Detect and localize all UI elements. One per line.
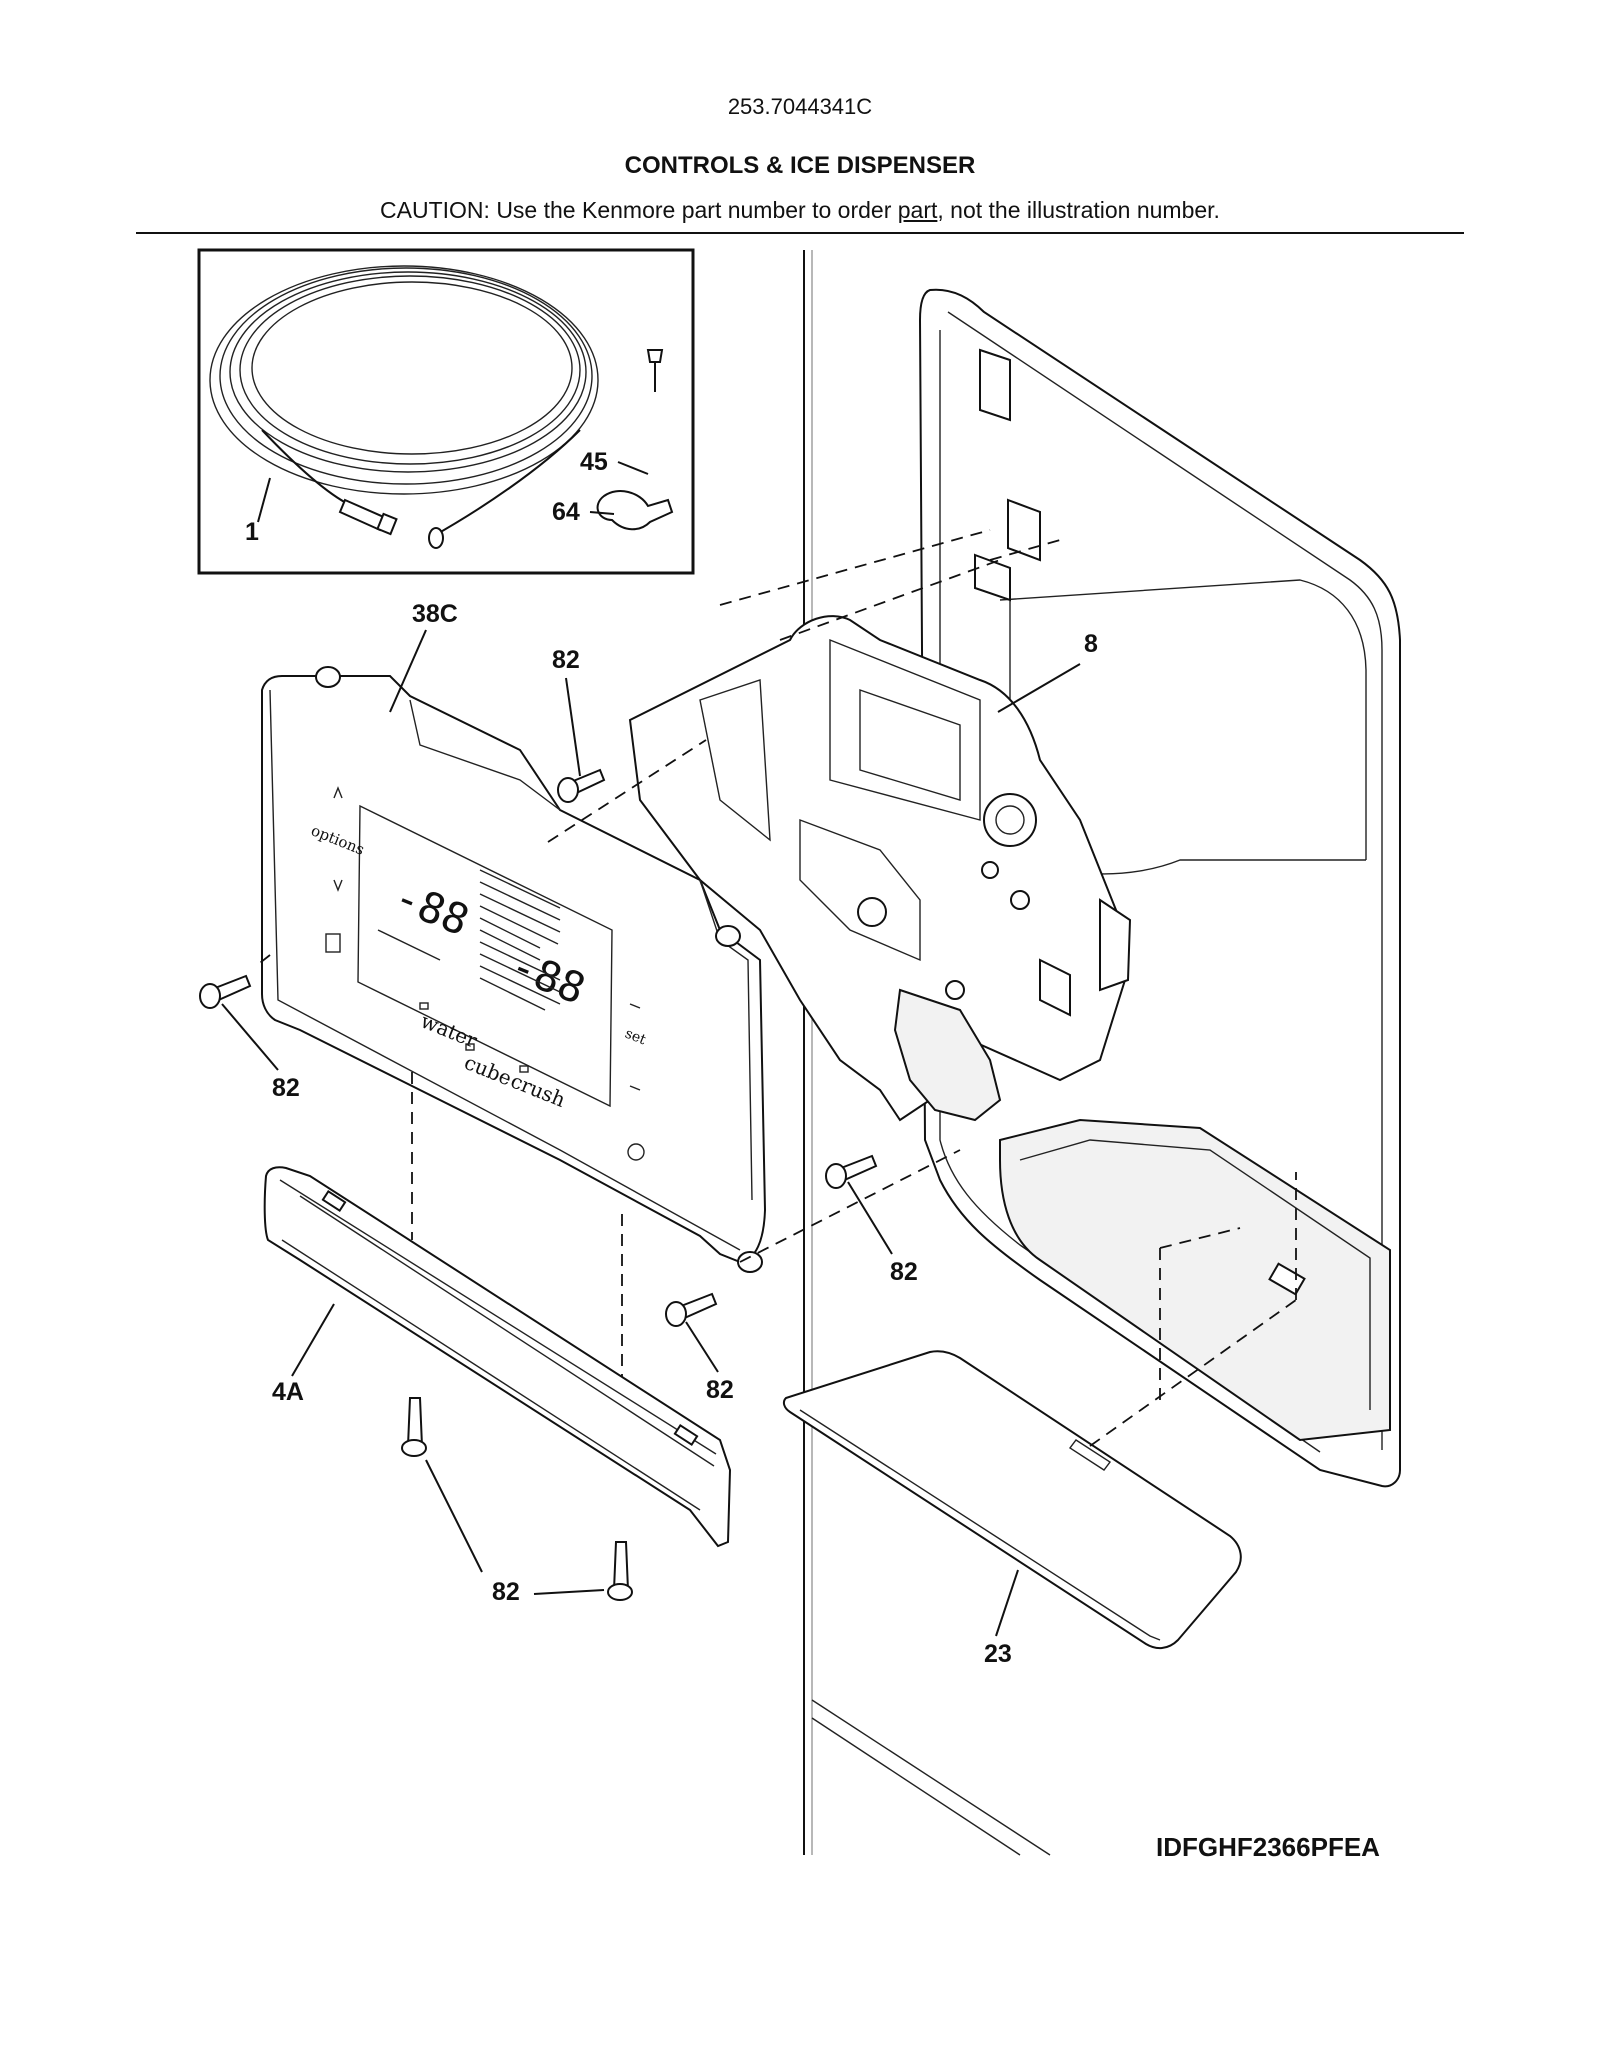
lower-door-outline: [811, 1699, 1051, 1856]
caution-suffix: , not the illustration number.: [937, 197, 1220, 223]
callout-clamp: 64: [552, 498, 580, 526]
clamp: [596, 490, 674, 531]
screw-left: [199, 974, 252, 1009]
screw-bottom-right: [607, 1541, 633, 1601]
screw-center: [665, 1292, 718, 1327]
callout-screw-bottom: 82: [492, 1578, 520, 1606]
tray-recess: [999, 1118, 1391, 1442]
screw-bottom-left: [401, 1397, 427, 1457]
door-shell: [918, 288, 1401, 1488]
callout-control-panel: 38C: [412, 600, 458, 628]
model-number: 253.7044341C: [727, 94, 873, 119]
lcd-window: [357, 804, 613, 1108]
callout-screw-top: 82: [552, 646, 580, 674]
caution-note: CAUTION: Use the Kenmore part number to …: [0, 197, 1600, 224]
drip-tray: [782, 1350, 1242, 1650]
clamp-with-screw: [596, 349, 674, 531]
tube-open-end: [428, 527, 444, 549]
callout-dispenser-housing: 8: [1084, 630, 1098, 658]
tube-end-right: [429, 429, 581, 539]
screw-right: [825, 1154, 878, 1189]
callout-trim: 4A: [272, 1378, 304, 1406]
callout-screw-inset: 45: [580, 448, 608, 476]
callout-tube: 1: [245, 518, 259, 546]
callout-drip-tray: 23: [984, 1640, 1012, 1668]
page-title: CONTROLS & ICE DISPENSER: [624, 152, 976, 179]
caution-part-link[interactable]: part: [897, 197, 938, 223]
diagram-id: IDFGHF2366PFEA: [1156, 1832, 1380, 1862]
trim-piece: [263, 1166, 732, 1548]
dispenser-paddle: [893, 988, 1002, 1122]
callout-screw-left: 82: [272, 1074, 300, 1102]
set-label: set: [623, 1026, 649, 1049]
tube-end-left: [261, 429, 351, 506]
control-panel: -88 -88 options set water cube crush: [261, 666, 767, 1273]
inset-water-tube: 1 45 64: [197, 248, 695, 575]
screw-top: [557, 768, 606, 803]
caution-prefix: CAUTION: Use the Kenmore part number to …: [380, 197, 898, 223]
callout-screw-right: 82: [890, 1258, 918, 1286]
tube-fitting-tip: [376, 512, 398, 536]
tube-coil: [209, 265, 599, 495]
callout-screw-center: 82: [706, 1376, 734, 1404]
dispenser-housing: [628, 615, 1132, 1122]
